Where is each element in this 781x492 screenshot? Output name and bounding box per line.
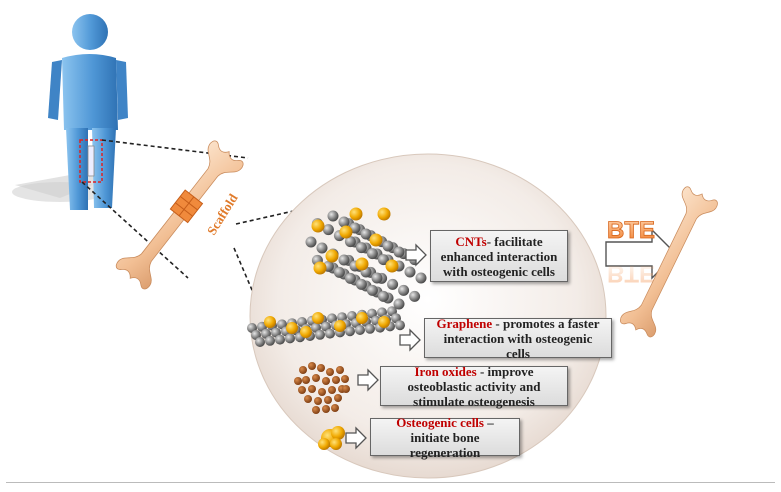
cnts-term: CNTs: [455, 233, 487, 249]
graphene-description-box: Graphene - promotes a faster interaction…: [424, 315, 612, 361]
implant-bone-icon: [87, 145, 95, 177]
human-figure: [12, 14, 128, 210]
iron-oxide-illustration: [294, 362, 350, 414]
human-right-leg: [92, 128, 116, 208]
osteogenic-cells-term: Osteogenic cells: [396, 414, 484, 430]
item-arrows: [345, 243, 427, 450]
iron-oxides-term: Iron oxides: [414, 363, 477, 379]
osteogenic-cell-illustration: [318, 426, 345, 450]
implant-site-box: [79, 139, 103, 183]
scaffold-label: Scaffold: [204, 190, 241, 237]
arrow-icon: [357, 368, 379, 392]
human-torso: [62, 54, 118, 130]
bottom-divider: [6, 482, 775, 483]
cnts-description-box: CNTs- facilitate enhanced interaction wi…: [430, 230, 568, 282]
human-head: [72, 14, 108, 50]
iron-oxides-description: - improve osteoblastic activity and stim…: [407, 363, 541, 409]
arrow-icon: [405, 243, 427, 267]
graphene-term: Graphene: [436, 315, 493, 331]
human-right-arm: [116, 60, 128, 120]
arrow-icon: [345, 426, 367, 450]
human-left-arm: [48, 60, 62, 120]
bte-transition: BTE BTE: [605, 217, 677, 287]
bte-label: BTE: [607, 217, 655, 244]
cnts-description: - facilitate enhanced interaction with o…: [440, 233, 558, 279]
arrow-icon: [399, 328, 421, 352]
bte-label-reflection: BTE: [607, 260, 655, 287]
osteogenic-cells-description: – initiate bone regeneration: [409, 414, 494, 460]
damaged-bone: [113, 138, 246, 292]
graphene-illustration: [247, 306, 405, 347]
osteogenic-cells-description-box: Osteogenic cells – initiate bone regener…: [370, 414, 520, 460]
graphene-description: - promotes a faster interaction with ost…: [443, 315, 600, 361]
human-left-leg: [66, 128, 88, 210]
iron-oxides-description-box: Iron oxides - improve osteoblastic activ…: [380, 363, 568, 409]
